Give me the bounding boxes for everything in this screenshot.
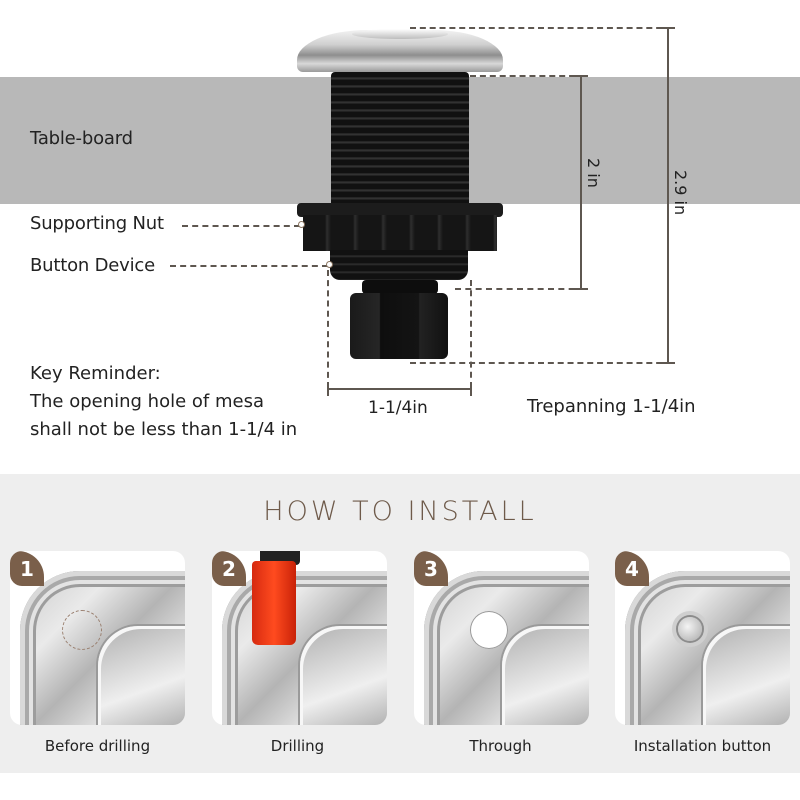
sink-bowl-image bbox=[300, 626, 387, 725]
nut-flange bbox=[297, 203, 503, 217]
sink-bowl-image bbox=[98, 626, 185, 725]
step-card-3: 3 bbox=[414, 551, 589, 725]
supporting-nut bbox=[303, 215, 497, 251]
key-reminder-line-1: The opening hole of mesa bbox=[30, 391, 264, 412]
thread-height-tick-top bbox=[574, 75, 588, 77]
thread-height-bottom-guide bbox=[455, 288, 585, 290]
supporting-nut-label: Supporting Nut bbox=[30, 213, 164, 234]
total-height-top-guide bbox=[410, 27, 672, 29]
width-tick-right bbox=[470, 382, 472, 396]
thread-height-label: 2 in bbox=[584, 158, 603, 188]
drilled-hole bbox=[470, 611, 508, 649]
table-board-label: Table-board bbox=[30, 128, 133, 149]
thread-height-top-guide bbox=[470, 75, 585, 77]
push-button-top bbox=[352, 29, 448, 39]
drill-mark-outline bbox=[62, 610, 102, 650]
trepanning-label: Trepanning 1-1/4in bbox=[527, 396, 696, 417]
total-height-bottom-guide bbox=[410, 362, 672, 364]
width-tick-left bbox=[327, 382, 329, 396]
key-reminder: Key Reminder: The opening hole of mesa s… bbox=[30, 360, 297, 444]
step-number-badge: 2 bbox=[212, 551, 246, 586]
device-neck bbox=[362, 280, 438, 294]
installed-button-icon bbox=[678, 617, 702, 641]
total-height-line bbox=[667, 27, 669, 363]
step-caption-3: Through bbox=[469, 737, 532, 755]
step-number-badge: 4 bbox=[615, 551, 649, 586]
key-reminder-line-2: shall not be less than 1-1/4 in bbox=[30, 419, 298, 440]
step-number-badge: 1 bbox=[10, 551, 44, 586]
step-number-badge: 3 bbox=[414, 551, 448, 586]
step-caption-2: Drilling bbox=[270, 737, 325, 755]
key-reminder-title: Key Reminder: bbox=[30, 363, 161, 384]
width-left-guide bbox=[327, 270, 329, 388]
lower-thread bbox=[330, 250, 468, 280]
total-height-tick-top bbox=[661, 27, 675, 29]
supporting-nut-leader-dot bbox=[298, 221, 305, 228]
supporting-nut-leader bbox=[182, 225, 300, 227]
how-to-install-title: HOW TO INSTALL bbox=[263, 496, 537, 527]
step-caption-1: Before drilling bbox=[44, 737, 151, 755]
step-card-1: 1 bbox=[10, 551, 185, 725]
sink-bowl-image bbox=[703, 626, 790, 725]
threaded-body bbox=[331, 72, 469, 207]
thread-height-tick-bottom bbox=[574, 288, 588, 290]
total-height-label: 2.9 in bbox=[671, 170, 690, 216]
thread-height-line bbox=[580, 76, 582, 289]
width-label: 1-1/4in bbox=[368, 398, 428, 418]
width-right-guide bbox=[470, 280, 472, 388]
step-card-4: 4 bbox=[615, 551, 790, 725]
hole-saw-icon bbox=[252, 561, 296, 645]
width-line bbox=[328, 388, 471, 390]
button-device-label: Button Device bbox=[30, 255, 155, 276]
button-device-leader bbox=[170, 265, 328, 267]
sink-bowl-image bbox=[502, 626, 589, 725]
total-height-tick-bottom bbox=[661, 362, 675, 364]
button-device-leader-dot bbox=[326, 261, 333, 268]
step-card-2: 2 bbox=[212, 551, 387, 725]
hex-fitting bbox=[350, 293, 448, 359]
step-caption-4: Installation button bbox=[633, 737, 772, 755]
